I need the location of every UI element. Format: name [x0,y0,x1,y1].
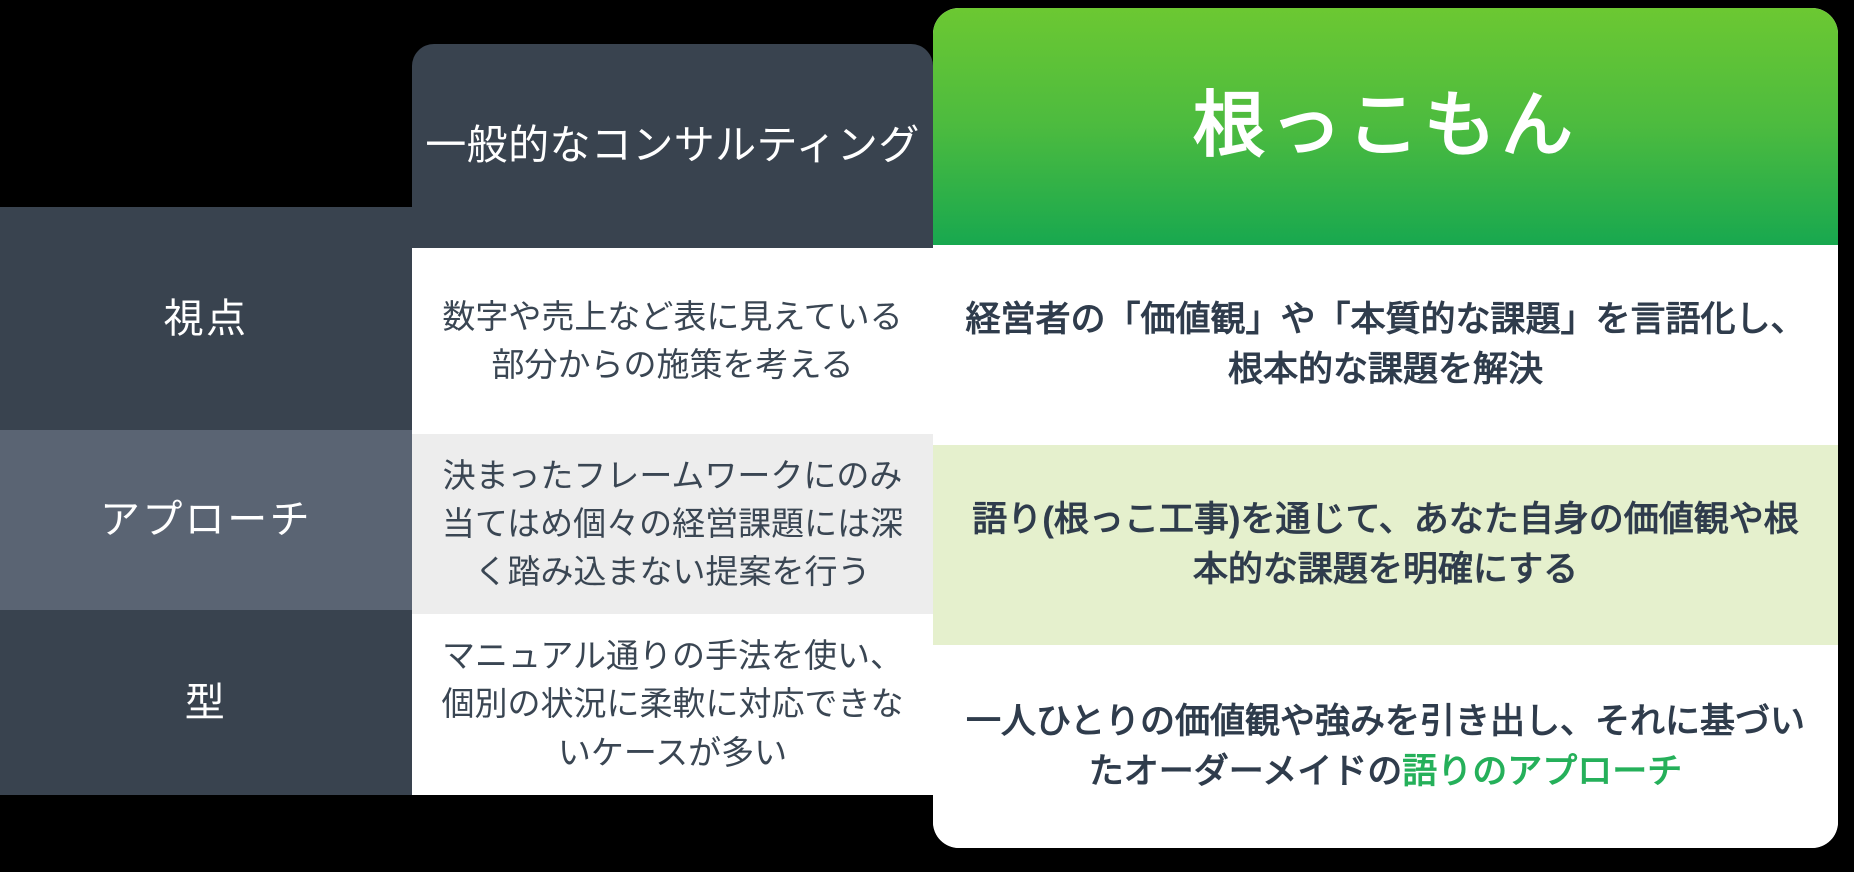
nekkomon-cell-viewpoint: 経営者の「価値観」や「本質的な課題」を言語化し、根本的な課題を解決 [933,245,1838,445]
nekkomon-header: 根っこもん [933,8,1838,245]
nekkomon-header-label: 根っこもん [1192,86,1579,167]
generic-cell-approach: 決まったフレームワークにのみ当てはめ個々の経営課題には深く踏み込まない提案を行う [412,434,933,614]
generic-consulting-column: 一般的なコンサルティング 数字や売上など表に見えている部分からの施策を考える 決… [412,44,933,795]
row-label-column: 視点 アプローチ 型 [0,207,412,795]
nekkomon-cell-style: 一人ひとりの価値観や強みを引き出し、それに基づいたオーダーメイドの語りのアプロー… [933,645,1838,848]
row-label-style: 型 [0,610,412,795]
nekkomon-style-lead: 一人ひとりの価値観や強みを引き出し、それに基づいたオーダーメイドの [966,701,1805,791]
generic-consulting-header-label: 一般的なコンサルティング [425,122,920,169]
generic-cell-style: マニュアル通りの手法を使い、個別の状況に柔軟に対応できないケースが多い [412,614,933,795]
nekkomon-cell-style-text: 一人ひとりの価値観や強みを引き出し、それに基づいたオーダーメイドの語りのアプロー… [955,697,1816,796]
nekkomon-style-accent: 語りのアプローチ [1402,751,1683,791]
row-label-viewpoint: 視点 [0,207,412,430]
nekkomon-cell-approach: 語り(根っこ工事)を通じて、あなた自身の価値観や根本的な課題を明確にする [933,445,1838,645]
nekkomon-column: 根っこもん 経営者の「価値観」や「本質的な課題」を言語化し、根本的な課題を解決 … [933,8,1838,848]
generic-consulting-header: 一般的なコンサルティング [412,44,933,248]
row-label-approach: アプローチ [0,430,412,610]
generic-cell-viewpoint: 数字や売上など表に見えている部分からの施策を考える [412,248,933,434]
